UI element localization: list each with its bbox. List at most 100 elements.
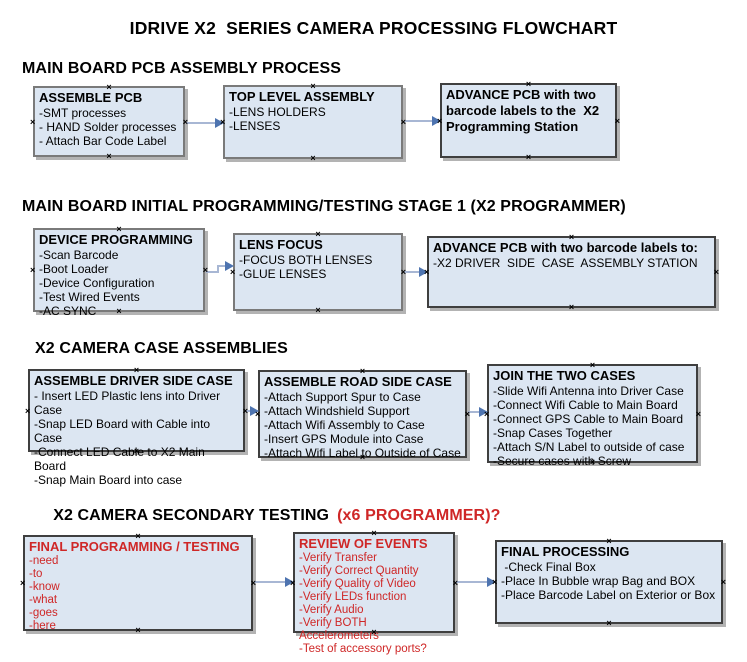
box-item: -know xyxy=(29,581,60,593)
box-item: -Attach Support Spur to Case xyxy=(264,390,421,404)
connection-handle-icon: × xyxy=(713,267,719,277)
box-item: -Device Configuration xyxy=(39,276,155,290)
connection-handle-icon: × xyxy=(25,405,31,416)
box-item: -Verify BOTH Accelerometers xyxy=(299,617,379,642)
arrow-segment xyxy=(217,266,219,273)
flow-arrow xyxy=(186,118,224,128)
flow-arrow xyxy=(404,116,441,126)
box-item: -X2 DRIVER SIDE CASE ASSEMBLY STATION xyxy=(433,256,698,270)
box-item: -Snap LED Board with Cable into Case xyxy=(34,417,214,445)
box-item: -Verify Quality of Video xyxy=(299,578,416,590)
connection-handle-icon: × xyxy=(202,265,208,275)
connection-handle-icon: × xyxy=(606,618,612,628)
box-final-programming-testing: × × × × FINAL PROGRAMMING / TESTING -nee… xyxy=(20,532,256,635)
flow-arrow xyxy=(254,577,294,587)
box-item: -Secure cases with Screw xyxy=(493,454,632,468)
connection-handle-icon: × xyxy=(484,408,490,419)
box-lens-focus: × × × × LENS FOCUS -FOCUS BOTH LENSES-GL… xyxy=(230,230,406,315)
box-assemble-road-side-case: × × × × ASSEMBLE ROAD SIDE CASE -Attach … xyxy=(255,366,470,462)
connection-handle-icon: × xyxy=(133,365,140,375)
connection-handle-icon: × xyxy=(30,265,36,275)
box-title: FINAL PROGRAMMING / TESTING xyxy=(29,539,240,554)
box-item: -Verify Audio xyxy=(299,604,364,616)
flow-arrow xyxy=(246,406,259,416)
section-heading-black-part: X2 CAMERA SECONDARY TESTING xyxy=(53,507,330,524)
connection-handle-icon: × xyxy=(614,115,620,126)
box-item: -Check Final Box xyxy=(501,560,596,574)
box-item: -Test Wired Events xyxy=(39,290,140,304)
page-title: IDRIVE X2 SERIES CAMERA PROCESSING FLOWC… xyxy=(129,18,618,38)
box-item: -LENS HOLDERS xyxy=(229,105,326,119)
connection-handle-icon: × xyxy=(310,81,316,91)
box-assemble-pcb: × × × × ASSEMBLE PCB -SMT processes- HAN… xyxy=(30,82,188,161)
connection-handle-icon: × xyxy=(371,528,377,538)
box-item: -Attach S/N Label to outside of case xyxy=(493,440,685,454)
connection-handle-icon: × xyxy=(310,153,316,163)
connection-handle-icon: × xyxy=(452,577,458,588)
connection-handle-icon: × xyxy=(255,409,261,419)
connection-handle-icon: × xyxy=(400,267,406,277)
box-item: -need xyxy=(29,555,59,567)
connection-handle-icon: × xyxy=(242,405,248,416)
box-join-the-two-cases: × × × × JOIN THE TWO CASES -Slide Wifi A… xyxy=(484,360,701,469)
box-items: -Check Final Box-Place In Bubble wrap Ba… xyxy=(501,560,717,602)
connection-handle-icon: × xyxy=(464,409,470,419)
connection-handle-icon: × xyxy=(695,408,701,419)
connection-handle-icon: × xyxy=(20,578,26,588)
box-item: -Slide Wifi Antenna into Driver Case xyxy=(493,384,684,398)
section-heading-initial-programming: MAIN BOARD INITIAL PROGRAMMING/TESTING S… xyxy=(22,198,626,215)
connection-handle-icon: × xyxy=(492,577,498,587)
arrow-segment xyxy=(217,261,234,271)
box-items: -SMT processes- HAND Solder processes- A… xyxy=(39,106,179,148)
connection-handle-icon: × xyxy=(359,452,366,462)
connection-handle-icon: × xyxy=(135,625,141,635)
connection-handle-icon: × xyxy=(116,306,122,316)
box-title: ASSEMBLE PCB xyxy=(39,90,143,105)
flow-arrow xyxy=(404,267,428,277)
connection-handle-icon: × xyxy=(133,446,140,456)
box-title: JOIN THE TWO CASES xyxy=(493,368,636,383)
section-heading-red-part: (x6 PROGRAMMER)? xyxy=(337,507,501,524)
box-advance-pcb-to-programming-station: × × × × ADVANCE PCB with two barcode lab… xyxy=(437,79,620,162)
section-heading-case-assemblies: X2 CAMERA CASE ASSEMBLIES xyxy=(35,340,288,357)
box-assemble-driver-side-case: × × × × ASSEMBLE DRIVER SIDE CASE - Inse… xyxy=(25,365,248,488)
box-item: -Attach Windshield Support xyxy=(264,404,410,418)
box-item: -Connect LED Cable to X2 Main Board xyxy=(34,445,209,473)
box-title: LENS FOCUS xyxy=(239,237,323,252)
section-heading-secondary-testing: X2 CAMERA SECONDARY TESTING (x6 PROGRAMME… xyxy=(35,489,501,543)
box-item: - Insert LED Plastic lens into Driver Ca… xyxy=(34,389,224,417)
flow-arrow xyxy=(468,407,488,417)
box-top-level-assembly: × × × × TOP LEVEL ASSEMBLY -LENS HOLDERS… xyxy=(220,81,406,163)
connection-handle-icon: × xyxy=(106,151,112,161)
box-item: -Place Barcode Label on Exterior or Box xyxy=(501,588,716,602)
box-item: -Insert GPS Module into Case xyxy=(264,432,424,446)
box-items: -Attach Support Spur to Case-Attach Wind… xyxy=(264,390,461,460)
box-item: -AC SYNC xyxy=(39,304,97,318)
box-item: -to xyxy=(29,568,43,580)
box-item: -Attach Wifi Assembly to Case xyxy=(264,418,425,432)
box-items: -FOCUS BOTH LENSES-GLUE LENSES xyxy=(239,253,397,281)
connection-handle-icon: × xyxy=(568,302,575,312)
connection-handle-icon: × xyxy=(315,305,321,315)
connection-handle-icon: × xyxy=(720,577,726,587)
box-title: REVIEW OF EVENTS xyxy=(299,536,428,551)
box-items: -Verify Transfer-Verify Correct Quantity… xyxy=(299,552,449,656)
connection-handle-icon: × xyxy=(589,360,596,370)
arrow-segment xyxy=(206,271,219,273)
box-review-of-events: × × × × REVIEW OF EVENTS -Verify Transfe… xyxy=(290,528,458,656)
box-item: -Snap Cases Together xyxy=(493,426,613,440)
box-item: -Connect GPS Cable to Main Board xyxy=(493,412,684,426)
box-item: -Verify LEDs function xyxy=(299,591,407,603)
connection-handle-icon: × xyxy=(116,224,122,234)
connection-handle-icon: × xyxy=(371,627,377,637)
box-title: TOP LEVEL ASSEMBLY xyxy=(229,89,375,104)
connection-handle-icon: × xyxy=(359,366,366,376)
box-item: -Attach Wifi Label to Outside of Case xyxy=(264,446,461,460)
box-item: -what xyxy=(29,594,58,606)
box-item: -Boot Loader xyxy=(39,262,109,276)
connection-handle-icon: × xyxy=(106,82,112,92)
connection-handle-icon: × xyxy=(525,79,532,89)
box-item: -Verify Transfer xyxy=(299,552,377,564)
box-item: -here xyxy=(29,620,56,632)
